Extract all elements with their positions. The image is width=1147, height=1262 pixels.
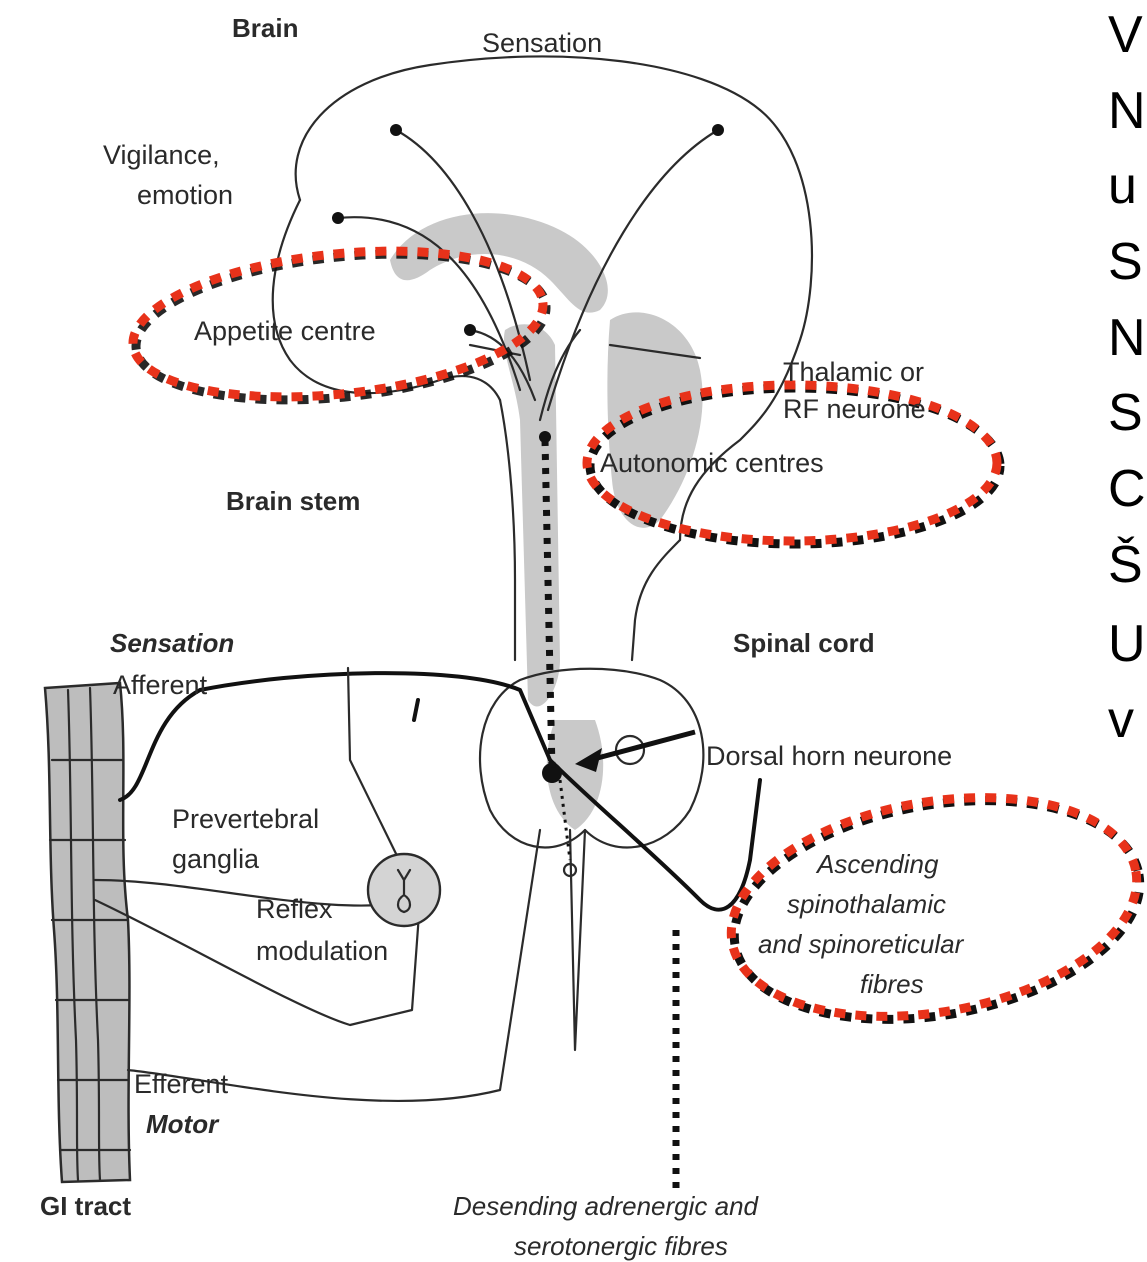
side-text-2: u xyxy=(1108,157,1137,215)
label-afferent: Afferent xyxy=(113,670,208,700)
nerve-pathways xyxy=(95,668,760,1101)
label-reflex-1: Reflex xyxy=(256,894,333,924)
side-text-6: C xyxy=(1108,460,1146,518)
label-autonomic-centres: Autonomic centres xyxy=(600,448,824,478)
label-spinal-cord: Spinal cord xyxy=(733,628,875,658)
label-gi-tract: GI tract xyxy=(40,1191,131,1221)
side-text-0: V xyxy=(1108,6,1143,64)
label-sensation-left: Sensation xyxy=(110,628,234,658)
gi-tract-drawing xyxy=(45,683,130,1182)
label-efferent: Efferent xyxy=(134,1069,229,1099)
label-ascending-4: fibres xyxy=(860,969,924,999)
cropped-side-text: V N u S N S C Š U v xyxy=(1108,6,1146,749)
label-appetite-centre: Appetite centre xyxy=(194,316,376,346)
brain-drawing xyxy=(273,56,812,706)
label-ascending-3: and spinoreticular xyxy=(758,929,965,959)
label-vigilance-1: Vigilance, xyxy=(103,140,220,170)
label-brain-stem: Brain stem xyxy=(226,486,360,516)
side-text-8: U xyxy=(1108,615,1146,673)
label-ascending-1: Ascending xyxy=(815,849,939,879)
label-descending-2: serotonergic fibres xyxy=(514,1231,728,1261)
label-thalamic-1: Thalamic or xyxy=(783,357,924,387)
label-ascending-2: spinothalamic xyxy=(787,889,946,919)
label-prevertebral-2: ganglia xyxy=(172,844,260,874)
label-motor: Motor xyxy=(146,1109,220,1139)
side-text-3: S xyxy=(1108,233,1143,291)
spinal-cord-section xyxy=(480,669,703,1050)
label-vigilance-2: emotion xyxy=(137,180,233,210)
side-text-4: N xyxy=(1108,309,1146,367)
label-prevertebral-1: Prevertebral xyxy=(172,804,319,834)
side-text-9: v xyxy=(1108,691,1134,749)
side-text-5: S xyxy=(1108,384,1143,442)
label-thalamic-2: RF neurone xyxy=(783,394,926,424)
label-sensation-top: Sensation xyxy=(482,28,602,58)
side-text-7: Š xyxy=(1108,536,1143,594)
side-text-1: N xyxy=(1108,82,1146,140)
label-descending-1: Desending adrenergic and xyxy=(453,1191,760,1221)
label-reflex-2: modulation xyxy=(256,936,388,966)
label-dorsal-horn-neurone: Dorsal horn neurone xyxy=(706,741,952,771)
label-brain: Brain xyxy=(232,13,298,43)
